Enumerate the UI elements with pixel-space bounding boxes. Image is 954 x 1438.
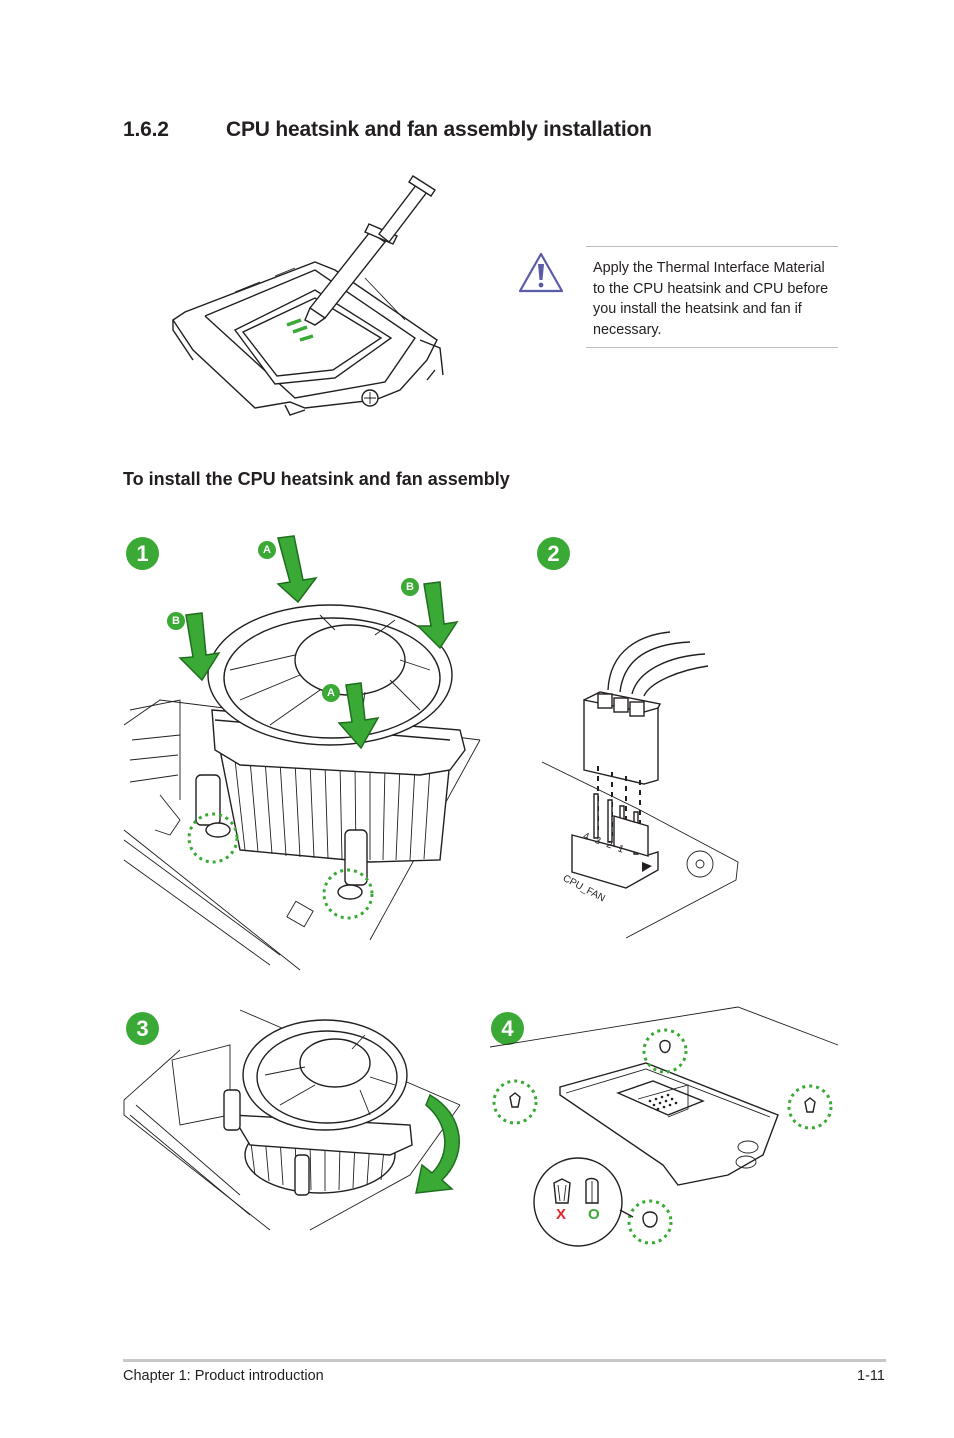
label-a-center: A xyxy=(322,684,340,702)
note-text: Apply the Thermal Interface Material to … xyxy=(593,260,829,338)
note-box: Apply the Thermal Interface Material to … xyxy=(586,246,838,348)
step-3-lock-illustration xyxy=(123,1009,461,1231)
wrong-mark: X xyxy=(556,1206,567,1223)
section-title-text: CPU heatsink and fan assembly installati… xyxy=(226,118,652,141)
warning-triangle-icon xyxy=(518,252,564,293)
label-b-right: B xyxy=(401,578,419,596)
label-b-left: B xyxy=(167,612,185,630)
footer-rule xyxy=(123,1359,886,1362)
footer-page-number: 1-11 xyxy=(857,1368,885,1384)
right-mark: O xyxy=(588,1206,600,1223)
step-4-check-illustration xyxy=(489,1006,839,1247)
step-2-badge: 2 xyxy=(537,537,570,570)
footer-chapter: Chapter 1: Product introduction xyxy=(123,1368,324,1384)
section-number: 1.6.2 xyxy=(123,118,169,141)
step-2-connector-illustration xyxy=(541,631,739,939)
step-4-badge: 4 xyxy=(491,1012,524,1045)
thermal-paste-illustration xyxy=(172,175,444,416)
step-1-heatsink-illustration xyxy=(123,535,481,971)
subheading: To install the CPU heatsink and fan asse… xyxy=(123,469,510,489)
step-3-badge: 3 xyxy=(126,1012,159,1045)
section-title: 1.6.2 CPU heatsink and fan assembly inst… xyxy=(123,118,652,142)
step-1-badge: 1 xyxy=(126,537,159,570)
label-a-top: A xyxy=(258,541,276,559)
